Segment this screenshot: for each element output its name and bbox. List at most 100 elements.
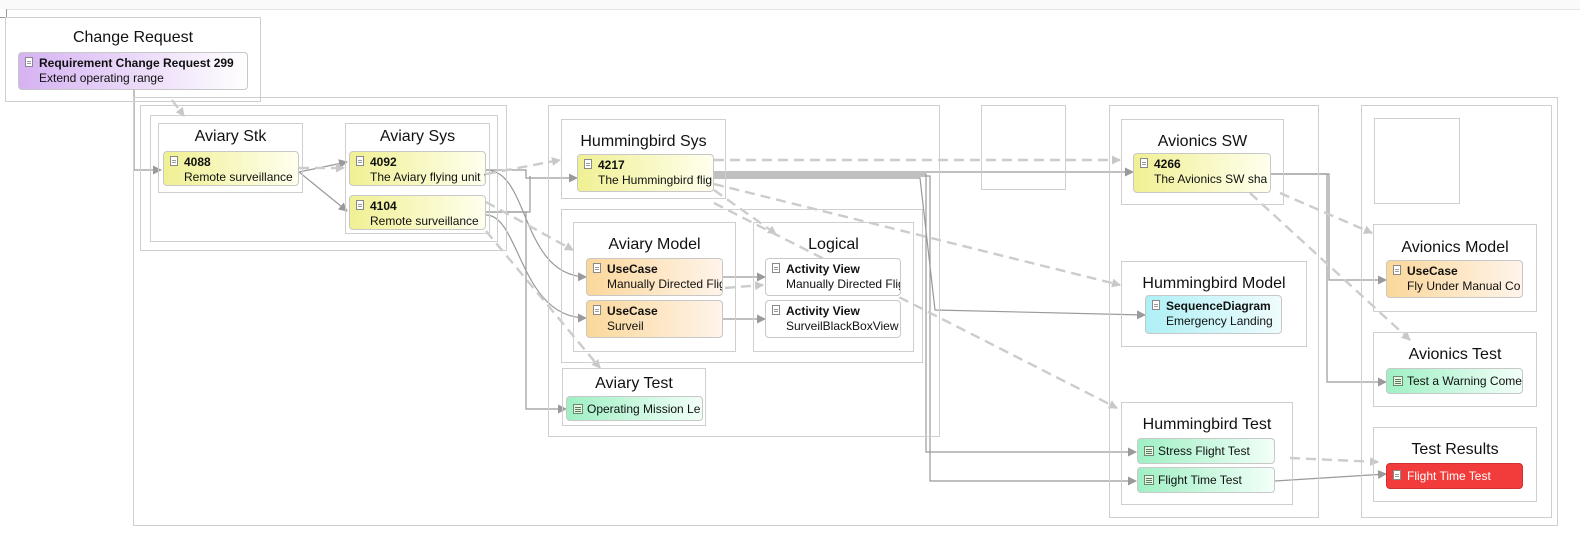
node-test-warning[interactable]: Test a Warning Come (1386, 368, 1523, 394)
group-hummingbird-model: Hummingbird Model (1121, 261, 1307, 347)
test-case-icon (1144, 446, 1154, 456)
node-usecase-surveil[interactable]: UseCase Surveil (586, 300, 723, 338)
node-title: 4088 (184, 155, 211, 169)
node-req-4104[interactable]: 4104 Remote surveillance (349, 195, 486, 230)
document-icon (1140, 158, 1148, 168)
model-container (561, 209, 923, 363)
node-title: Activity View (786, 262, 860, 276)
document-icon (593, 263, 601, 273)
node-result-flight-time[interactable]: Flight Time Test (1386, 463, 1523, 489)
group-aviary-model: Aviary Model (573, 222, 736, 352)
dlink-uc-act (724, 281, 764, 291)
node-req-4092[interactable]: 4092 The Aviary flying unit f (349, 151, 486, 186)
node-title: Flight Time Test (1158, 473, 1242, 487)
group-hummingbird-test: Hummingbird Test (1121, 402, 1293, 505)
link-4217-flighttime (714, 175, 1137, 486)
group-title: Avionics SW (1157, 133, 1248, 150)
node-text: SurveilBlackBoxView (786, 319, 899, 333)
document-icon (356, 200, 364, 210)
node-title: UseCase (1407, 264, 1458, 278)
avionics-container (1361, 105, 1552, 518)
document-icon (772, 305, 780, 315)
link-cr299-4088 (133, 90, 162, 175)
group-title: Change Request (72, 29, 194, 46)
group-title: Avionics Test (1408, 346, 1502, 363)
link-4092-uc-manual (485, 169, 587, 282)
node-title: Operating Mission Le (587, 401, 701, 416)
link-flighttime-result (1274, 470, 1387, 482)
document-icon (25, 57, 33, 67)
group-test-results: Test Results (1373, 427, 1537, 502)
group-avionics-sw: Avionics SW (1121, 119, 1284, 205)
dlink-4217-hb-model (713, 182, 1121, 288)
node-change-request-299[interactable]: Requirement Change Request 299 Extend op… (18, 52, 248, 90)
node-title: Test a Warning Come (1407, 374, 1522, 388)
dlink-4217-hb-test (713, 201, 1118, 410)
node-title: SequenceDiagram (1166, 299, 1271, 313)
dlink-cr299-aviary (171, 99, 185, 117)
node-usecase-fly-manual[interactable]: UseCase Fly Under Manual Co (1386, 260, 1523, 298)
link-4088-4104 (298, 171, 348, 212)
group-title: Aviary Model (608, 236, 701, 253)
dlink-4217-logical (713, 189, 777, 235)
collapse-handle[interactable] (0, 9, 7, 18)
test-case-icon (1144, 475, 1154, 485)
node-text: Manually Directed Flig (786, 277, 901, 291)
node-text: Extend operating range (39, 71, 164, 85)
dlink-4104-aviary-test (485, 230, 601, 369)
group-aviary-stk: Aviary Stk (158, 123, 303, 193)
dlink-hbtest-results (1289, 456, 1379, 467)
link-4217-stress (714, 173, 1137, 457)
node-req-4266[interactable]: 4266 The Avionics SW sha (1133, 153, 1271, 193)
document-icon (1152, 300, 1160, 310)
document-icon (593, 305, 601, 315)
dlink-4266-avionics-test (1249, 192, 1411, 341)
group-title: Hummingbird Model (1142, 275, 1286, 292)
node-title: Requirement Change Request 299 (39, 56, 234, 70)
document-icon (356, 156, 364, 166)
document-icon (584, 159, 592, 169)
group-avionics-test: Avionics Test (1373, 332, 1537, 407)
node-text: Emergency Landing (1166, 314, 1273, 328)
group-logical: Logical (753, 222, 914, 352)
document-icon (1393, 470, 1401, 480)
hummingbird-container (548, 105, 940, 437)
node-text: Fly Under Manual Co (1407, 279, 1521, 293)
dlink-4266-avionics-model (1279, 191, 1373, 235)
group-title: Hummingbird Sys (580, 133, 707, 150)
node-text: Remote surveillance (370, 214, 479, 228)
node-title: 4092 (370, 155, 397, 169)
node-title: Stress Flight Test (1158, 444, 1250, 458)
node-title: UseCase (607, 262, 658, 276)
node-title: 4266 (1154, 157, 1181, 171)
group-title: Logical (808, 236, 859, 253)
node-test-stress-flight[interactable]: Stress Flight Test (1137, 438, 1275, 464)
node-test-flight-time[interactable]: Flight Time Test (1137, 467, 1275, 493)
node-title: 4104 (370, 199, 397, 213)
node-text: The Aviary flying unit f (370, 170, 486, 184)
node-req-4217[interactable]: 4217 The Hummingbird flig (577, 154, 714, 192)
group-title: Test Results (1411, 441, 1499, 458)
dlink-4092-4217 (485, 157, 561, 176)
node-activity-surveil[interactable]: Activity View SurveilBlackBoxView (765, 300, 901, 338)
empty-avionics-container (1374, 118, 1460, 204)
link-4217-seq (714, 177, 1146, 320)
node-text: Manually Directed Flig (607, 277, 723, 291)
group-change-request: Change Request (5, 17, 261, 102)
node-text: Surveil (607, 319, 644, 333)
group-title: Avionics Model (1401, 239, 1509, 256)
node-sequence-emergency[interactable]: SequenceDiagram Emergency Landing (1145, 295, 1282, 334)
document-icon (170, 156, 178, 166)
node-test-operating-mission[interactable]: Operating Mission Le (566, 396, 703, 421)
aviary-inner-container (150, 115, 498, 242)
test-case-icon (573, 404, 583, 414)
node-usecase-manual[interactable]: UseCase Manually Directed Flig (586, 258, 723, 296)
node-req-4088[interactable]: 4088 Remote surveillance (163, 151, 299, 186)
document-icon (1393, 265, 1401, 275)
node-title: Activity View (786, 304, 860, 318)
node-activity-manual[interactable]: Activity View Manually Directed Flig (765, 258, 901, 296)
group-hummingbird-sys: Hummingbird Sys (561, 119, 726, 199)
group-title: Aviary Stk (194, 128, 267, 145)
toolbar-strip (0, 0, 1580, 10)
